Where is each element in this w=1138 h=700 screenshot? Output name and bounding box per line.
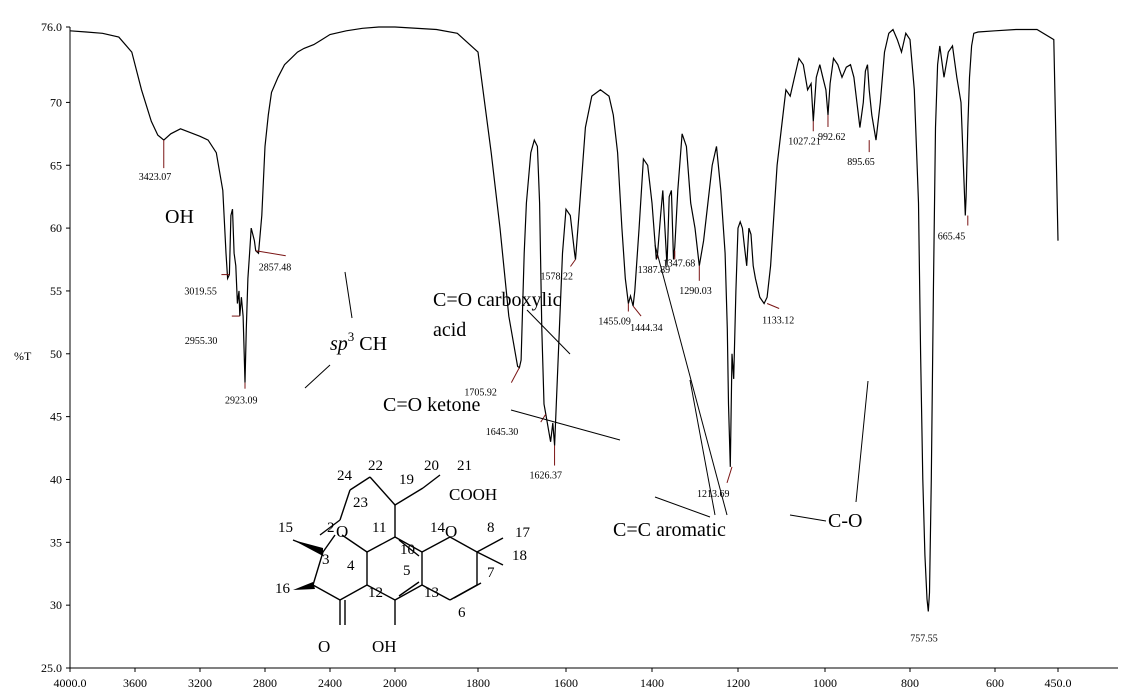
annotation-c-o: C-O — [828, 510, 862, 532]
structure-bonds — [292, 474, 504, 625]
y-tick-label: 76.0 — [41, 20, 62, 34]
peak-leader — [540, 413, 547, 423]
atom-cooh: COOH — [449, 485, 497, 504]
x-tick-label: 2800 — [253, 676, 277, 690]
peak-label: 1027.21 — [788, 136, 821, 147]
atom-o-ring-2: O — [445, 522, 457, 541]
wedge-bond-16 — [293, 582, 315, 590]
atom-num-16: 16 — [275, 581, 291, 597]
atom-num-17: 17 — [515, 525, 531, 541]
atom-num-8: 8 — [487, 520, 495, 536]
peak-label: 1455.09 — [598, 317, 631, 328]
y-tick-label: 45 — [50, 410, 62, 424]
atom-num-23: 23 — [353, 495, 368, 511]
x-tick-label: 4000.0 — [54, 676, 87, 690]
y-tick-label: 25.0 — [41, 661, 62, 675]
peak-label: 1705.92 — [464, 388, 497, 399]
atom-num-13: 13 — [424, 585, 439, 601]
x-tick-label: 2400 — [318, 676, 342, 690]
atom-num-11: 11 — [372, 520, 386, 536]
peak-leader — [632, 305, 642, 317]
peak-label: 2923.09 — [225, 396, 258, 407]
peak-label: 1444.34 — [630, 323, 663, 334]
peak-leader — [255, 250, 286, 257]
x-tick-label: 3600 — [123, 676, 147, 690]
x-tick-label: 2000 — [383, 676, 407, 690]
x-tick-label: 1800 — [466, 676, 490, 690]
atom-num-19: 19 — [399, 472, 414, 488]
peak-label: 1645.30 — [486, 427, 519, 438]
atom-num-6: 6 — [458, 605, 466, 621]
peak-label: 1578.22 — [540, 272, 573, 283]
atom-num-15: 15 — [278, 520, 293, 536]
annotation-leaders — [304, 244, 869, 522]
wedge-bond-15 — [293, 540, 323, 556]
atom-num-18: 18 — [512, 548, 527, 564]
y-tick-label: 55 — [50, 284, 62, 298]
spectrum-line — [69, 26, 1059, 612]
peak-label: 1213.69 — [697, 489, 730, 500]
y-tick-label: 40 — [50, 472, 62, 486]
band-annotations: OH sp3 CH C=O carboxylic acid C=O ketone… — [165, 206, 869, 541]
annotation-oh: OH — [165, 206, 194, 228]
atom-oh: OH — [372, 637, 397, 656]
peak-label: 1626.37 — [530, 471, 563, 482]
atom-num-3: 3 — [322, 552, 330, 568]
x-tick-label: 1000 — [813, 676, 837, 690]
annotation-co-carboxylic-acid: acid — [433, 319, 466, 341]
peak-leader — [726, 466, 733, 484]
peak-label: 1290.03 — [679, 286, 712, 297]
x-tick-label: 1200 — [726, 676, 750, 690]
atom-num-10: 10 — [400, 542, 415, 558]
atom-num-24: 24 — [337, 468, 353, 484]
atom-num-4: 4 — [347, 558, 355, 574]
peak-label: 3423.07 — [139, 172, 172, 183]
peak-label: 665.45 — [938, 232, 966, 243]
x-tick-label: 1600 — [554, 676, 578, 690]
axes — [69, 27, 1118, 669]
y-tick-label: 60 — [50, 221, 62, 235]
chemical-structure: 24 22 19 20 21 23 15 2 11 14 8 17 10 18 … — [275, 458, 531, 656]
annotation-cc-aromatic: C=C aromatic — [613, 519, 726, 541]
atom-num-20: 20 — [424, 458, 439, 474]
y-tick-label: 30 — [50, 598, 62, 612]
y-tick-label: 35 — [50, 535, 62, 549]
atom-num-2: 2 — [327, 520, 335, 536]
atom-num-22: 22 — [368, 458, 383, 474]
atom-num-21: 21 — [457, 458, 472, 474]
peak-labels: 3423.07 3019.55 2955.30 2923.09 2857.48 1705.… — [139, 114, 969, 644]
atom-o-ketone: O — [318, 637, 330, 656]
peak-label: 895.65 — [847, 157, 875, 168]
peak-label: 1133.12 — [762, 316, 794, 327]
peak-leader — [570, 259, 576, 267]
atom-num-14: 14 — [430, 520, 446, 536]
peak-label: 1347.68 — [663, 259, 696, 270]
x-tick-label: 800 — [901, 676, 919, 690]
peak-leader — [766, 303, 780, 309]
peak-label: 1387.89 — [638, 265, 671, 276]
annotation-co-carboxylic: C=O carboxylic — [433, 289, 562, 311]
y-tick-label: 50 — [50, 347, 62, 361]
x-tick-label: 1400 — [640, 676, 664, 690]
peak-label: 757.55 — [910, 633, 938, 644]
x-tick-label: 600 — [986, 676, 1004, 690]
x-tick-label: 450.0 — [1045, 676, 1072, 690]
atom-num-12: 12 — [368, 585, 383, 601]
annotation-sp3-ch: sp3 CH — [330, 329, 387, 355]
y-axis-label: %T — [14, 349, 32, 363]
peak-leader — [510, 367, 520, 383]
peak-label: 2955.30 — [185, 336, 218, 347]
y-tick-label: 70 — [50, 95, 62, 109]
x-tick-label: 3200 — [188, 676, 212, 690]
atom-num-7: 7 — [487, 565, 495, 581]
peak-label: 3019.55 — [184, 287, 217, 298]
peak-label: 992.62 — [818, 132, 846, 143]
atom-num-5: 5 — [403, 563, 411, 579]
y-tick-label: 65 — [50, 158, 62, 172]
annotation-co-ketone: C=O ketone — [383, 394, 480, 416]
atom-o-ring-1: O — [336, 522, 348, 541]
peak-label: 2857.48 — [259, 263, 292, 274]
